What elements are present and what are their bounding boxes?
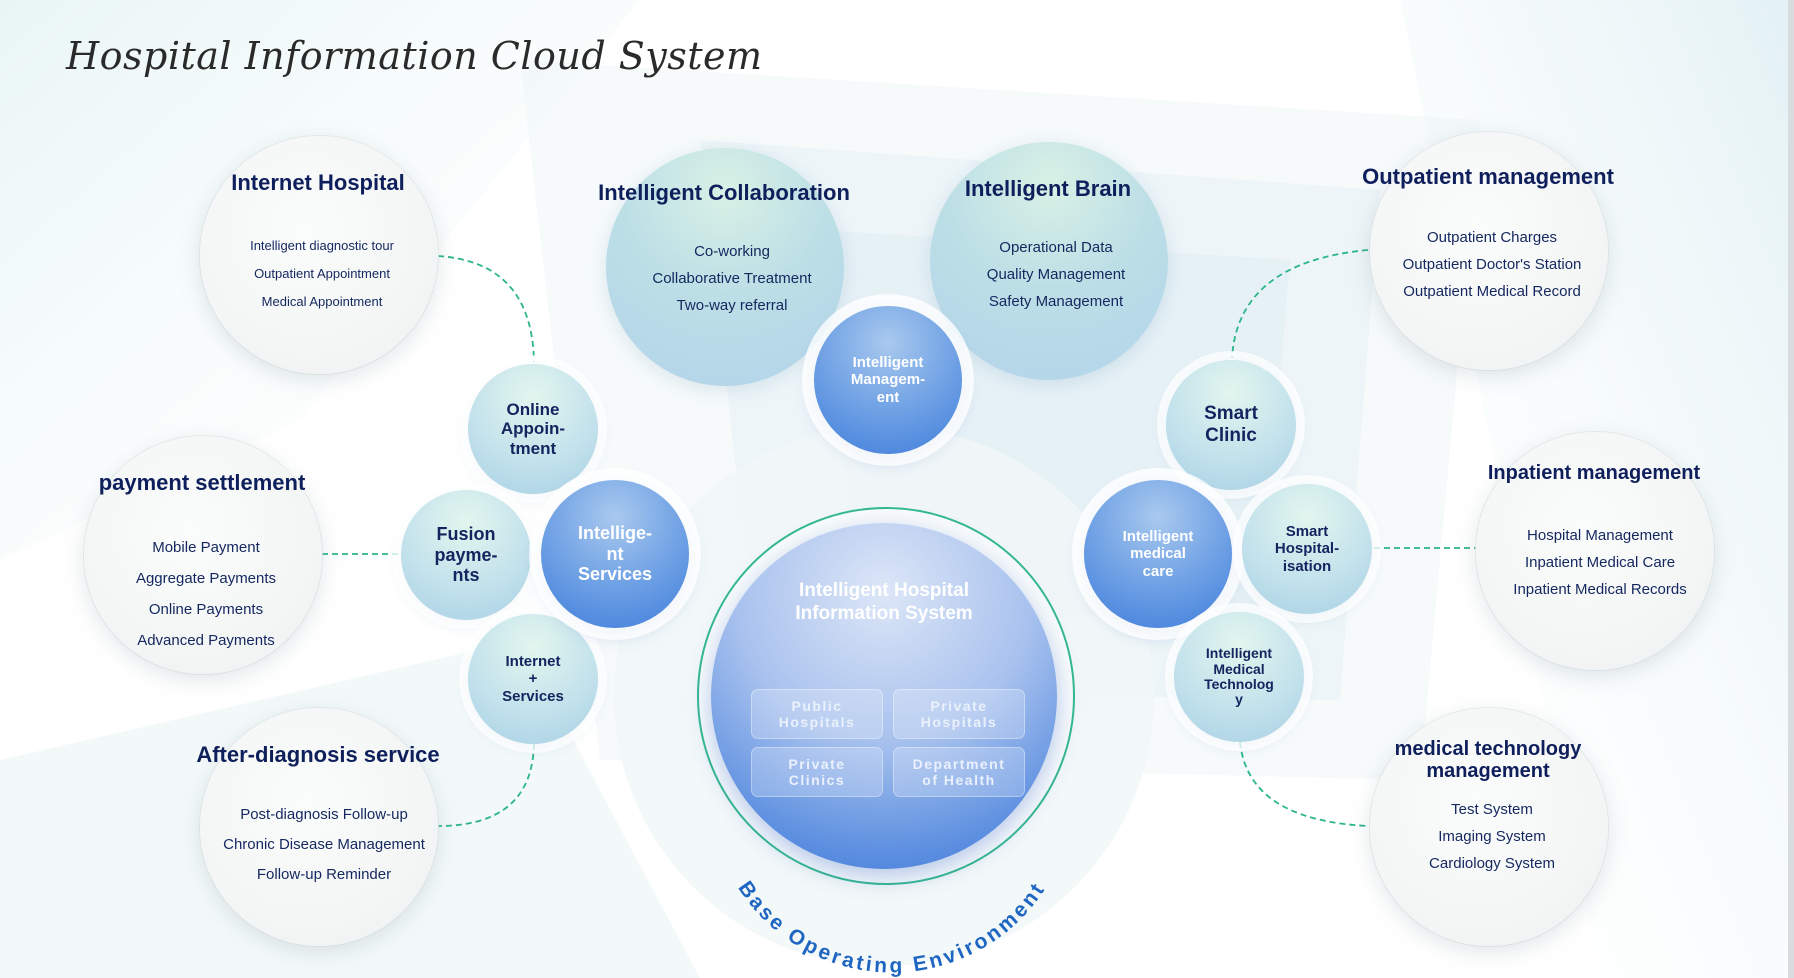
list-item: Hospital Management	[1527, 527, 1673, 544]
list-item: Operational Data	[999, 239, 1113, 256]
list-item: Inpatient Medical Records	[1513, 581, 1687, 598]
node-internet-services: Internet + Services	[468, 614, 598, 744]
list-item: Inpatient Medical Care	[1524, 554, 1676, 571]
intelligent-brain-circle	[930, 142, 1168, 380]
after-diagnosis-service-items: Post-diagnosis Follow-up Chronic Disease…	[223, 800, 425, 890]
list-item: Quality Management	[986, 266, 1126, 283]
intelligent-brain-items: Operational Data Quality Management Safe…	[987, 234, 1125, 315]
connector-internet-hospital	[437, 255, 535, 363]
outpatient-management-items: Outpatient Charges Outpatient Doctor's S…	[1403, 224, 1582, 305]
list-item: Online Payments	[148, 601, 264, 618]
intelligent-brain-title: Intelligent Brain	[964, 176, 1132, 201]
node-fusion-payments: Fusion payme- nts	[401, 490, 531, 620]
list-item: Outpatient Medical Record	[1403, 283, 1581, 300]
medical-technology-management-items: Test System Imaging System Cardiology Sy…	[1429, 796, 1555, 877]
list-item: Collaborative Treatment	[652, 270, 812, 287]
node-intelligent-management: Intelligent Managem- ent	[814, 306, 962, 454]
connector-after-diagnosis	[437, 743, 535, 827]
list-item: Imaging System	[1438, 828, 1546, 845]
intelligent-collaboration-title: Intelligent Collaboration	[598, 180, 850, 205]
connector-outpatient	[1231, 249, 1369, 359]
internet-hospital-items: Intelligent diagnostic tour Outpatient A…	[250, 232, 394, 316]
list-item: Outpatient Appointment	[254, 266, 390, 281]
list-item: Post-diagnosis Follow-up	[240, 806, 408, 823]
inpatient-management-items: Hospital Management Inpatient Medical Ca…	[1513, 522, 1686, 603]
intelligent-collaboration-circle	[606, 148, 844, 386]
center-title: Intelligent Hospital Information System	[795, 580, 973, 624]
node-smart-hospitalisation: Smart Hospital- isation	[1242, 484, 1372, 614]
tile-public-hospitals: Public Hospitals	[751, 689, 883, 739]
medical-technology-management-circle	[1370, 708, 1608, 946]
list-item: Test System	[1451, 801, 1533, 818]
list-item: Co-working	[694, 243, 770, 260]
center-core	[711, 523, 1057, 869]
payment-settlement-items: Mobile Payment Aggregate Payments Online…	[136, 532, 276, 656]
tile-private-hospitals: Private Hospitals	[893, 689, 1025, 739]
node-online-appointment: Online Appoin- tment	[468, 364, 598, 494]
medical-technology-management-title: medical technology management	[1394, 738, 1582, 782]
list-item: Aggregate Payments	[135, 570, 277, 587]
node-intelligent-services: Intellige- nt Services	[541, 480, 689, 628]
node-intelligent-medical-technology: Intelligent Medical Technolog y	[1174, 612, 1304, 742]
after-diagnosis-service-circle	[200, 708, 438, 946]
list-item: Follow-up Reminder	[256, 866, 392, 883]
list-item: Medical Appointment	[261, 294, 383, 309]
internet-hospital-circle	[200, 136, 438, 374]
list-item: Outpatient Doctor's Station	[1402, 256, 1582, 273]
outpatient-management-circle	[1370, 132, 1608, 370]
intelligent-collaboration-items: Co-working Collaborative Treatment Two-w…	[652, 238, 811, 319]
outpatient-management-title: Outpatient management	[1362, 164, 1614, 189]
list-item: Chronic Disease Management	[223, 836, 425, 853]
tile-department-of-health: Department of Health	[893, 747, 1025, 797]
internet-hospital-title: Internet Hospital	[231, 170, 405, 195]
inpatient-management-circle	[1476, 432, 1714, 670]
list-item: Two-way referral	[676, 297, 788, 314]
inpatient-management-title: Inpatient management	[1487, 462, 1701, 484]
list-item: Cardiology System	[1429, 855, 1555, 872]
list-item: Intelligent diagnostic tour	[250, 238, 394, 253]
tile-private-clinics: Private Clinics	[751, 747, 883, 797]
list-item: Advanced Payments	[137, 632, 275, 649]
list-item: Mobile Payment	[152, 539, 260, 556]
after-diagnosis-service-title: After-diagnosis service	[196, 742, 440, 767]
list-item: Outpatient Charges	[1426, 229, 1558, 246]
node-smart-clinic: Smart Clinic	[1166, 360, 1296, 490]
payment-settlement-circle	[84, 436, 322, 674]
payment-settlement-title: payment settlement	[98, 470, 306, 495]
list-item: Safety Management	[988, 293, 1124, 310]
diagram-title: Hospital Information Cloud System	[66, 34, 763, 78]
node-intelligent-medical-care: Intelligent medical care	[1084, 480, 1232, 628]
connector-medical-technology	[1239, 741, 1369, 827]
